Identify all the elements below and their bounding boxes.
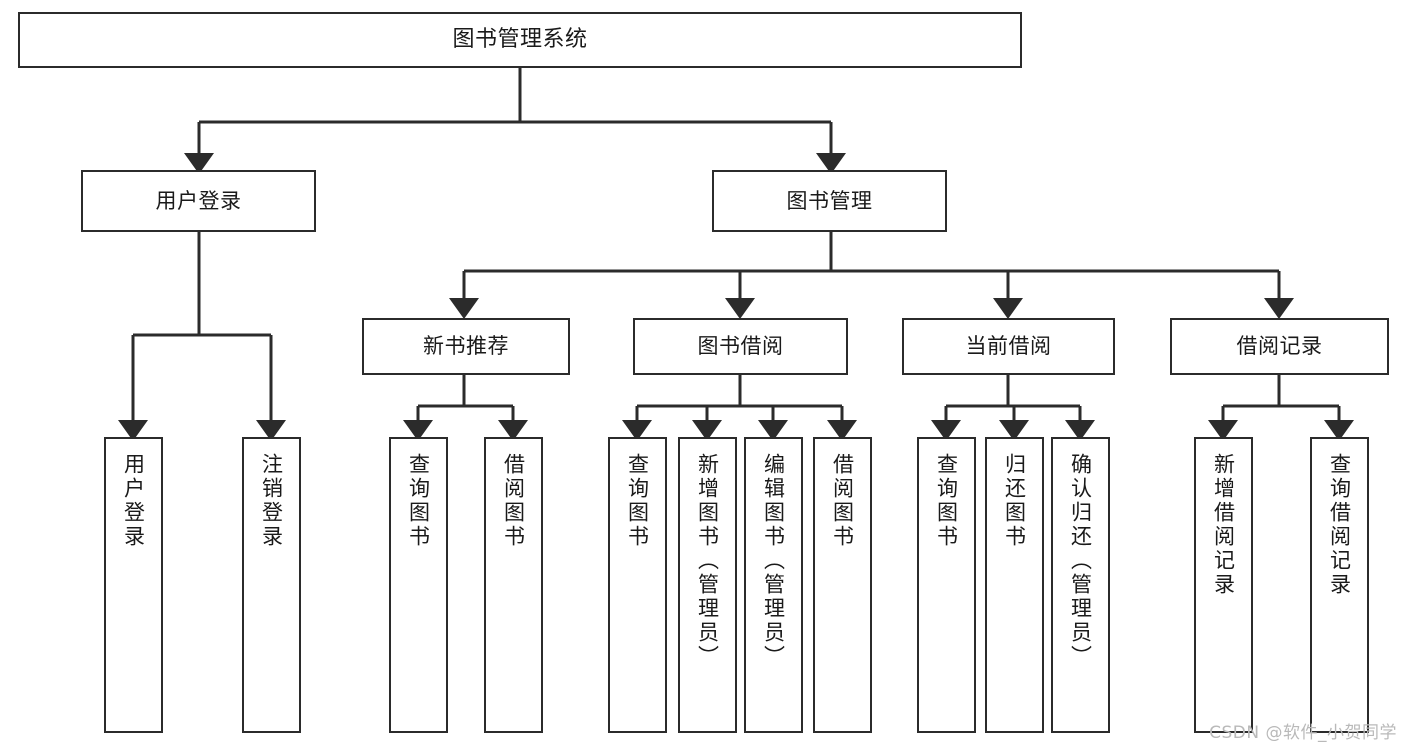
node-label: 借阅图书 [501,453,526,549]
leaf-borrow-book-recommend[interactable]: 借阅图书 [484,437,543,733]
node-label: 归还图书 [1002,453,1027,549]
node-label: 借阅图书 [830,453,855,549]
node-current-borrow[interactable]: 当前借阅 [902,318,1115,375]
node-label: 借阅记录 [1236,334,1323,359]
leaf-add-book-admin[interactable]: 新增图书（管理员） [678,437,737,733]
node-borrow-record[interactable]: 借阅记录 [1170,318,1389,375]
leaf-borrow-book[interactable]: 借阅图书 [813,437,872,733]
node-label: 新书推荐 [423,334,509,359]
leaf-edit-book-admin[interactable]: 编辑图书（管理员） [744,437,803,733]
leaf-query-book-current[interactable]: 查询图书 [917,437,976,733]
node-label: 用户登录 [155,188,242,213]
node-label: 当前借阅 [965,334,1052,359]
node-root-system[interactable]: 图书管理系统 [18,12,1022,68]
node-label: 用户登录 [121,453,146,549]
node-label: 查询图书 [934,453,959,549]
node-label: 图书管理系统 [452,27,588,53]
node-label: 图书借阅 [697,334,784,359]
node-label: 确认归还（管理员） [1068,453,1093,669]
leaf-return-book[interactable]: 归还图书 [985,437,1044,733]
node-label: 查询图书 [406,453,431,549]
node-book-management[interactable]: 图书管理 [712,170,947,232]
leaf-add-borrow-record[interactable]: 新增借阅记录 [1194,437,1253,733]
node-label: 注销登录 [259,453,284,549]
leaf-logout[interactable]: 注销登录 [242,437,301,733]
node-label: 查询图书 [625,453,650,549]
node-label: 新增借阅记录 [1211,453,1236,597]
leaf-user-login[interactable]: 用户登录 [104,437,163,733]
leaf-query-borrow-record[interactable]: 查询借阅记录 [1310,437,1369,733]
leaf-query-book-recommend[interactable]: 查询图书 [389,437,448,733]
watermark: CSDN @软件_小贺同学 [1209,723,1397,743]
leaf-query-book-borrow[interactable]: 查询图书 [608,437,667,733]
node-new-book-recommend[interactable]: 新书推荐 [362,318,570,375]
node-label: 编辑图书（管理员） [761,453,786,669]
node-user-login[interactable]: 用户登录 [81,170,316,232]
node-book-borrow[interactable]: 图书借阅 [633,318,848,375]
node-label: 新增图书（管理员） [695,453,720,669]
node-label: 图书管理 [786,188,873,213]
leaf-confirm-return-admin[interactable]: 确认归还（管理员） [1051,437,1110,733]
node-label: 查询借阅记录 [1327,453,1352,597]
